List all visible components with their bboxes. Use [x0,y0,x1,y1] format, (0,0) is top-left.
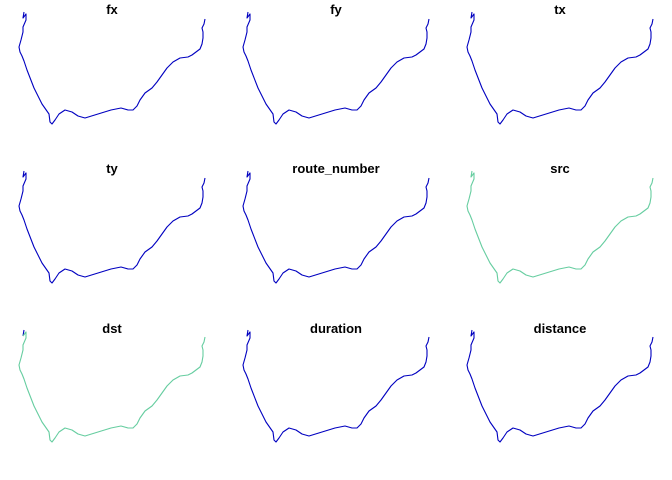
panel-title: route_number [292,161,379,176]
panels-container: fx fy tx ty route_number src dst duration distan… [18,2,654,443]
route-line [18,331,206,443]
panel-title: fx [106,2,118,17]
panel-title: duration [310,321,362,336]
panel-title: src [550,161,570,176]
route-line [18,11,206,125]
route-line [18,170,206,284]
panel-duration: duration [242,321,430,443]
panel-route-number: route_number [242,161,430,284]
panel-title: distance [534,321,587,336]
panel-fy: fy [242,2,430,125]
panel-src: src [466,161,654,284]
route-line [242,11,430,125]
route-line [466,170,654,284]
panel-title: ty [106,161,118,176]
panel-title: tx [554,2,566,17]
panel-fx: fx [18,2,206,125]
route-line [242,170,430,284]
panel-ty: ty [18,161,206,284]
panel-title: dst [102,321,122,336]
panel-distance: distance [466,321,654,443]
panel-tx: tx [466,2,654,125]
panel-title: fy [330,2,342,17]
route-line [466,11,654,125]
route-line [466,329,654,443]
route-line [242,329,430,443]
panel-dst: dst [18,321,206,443]
